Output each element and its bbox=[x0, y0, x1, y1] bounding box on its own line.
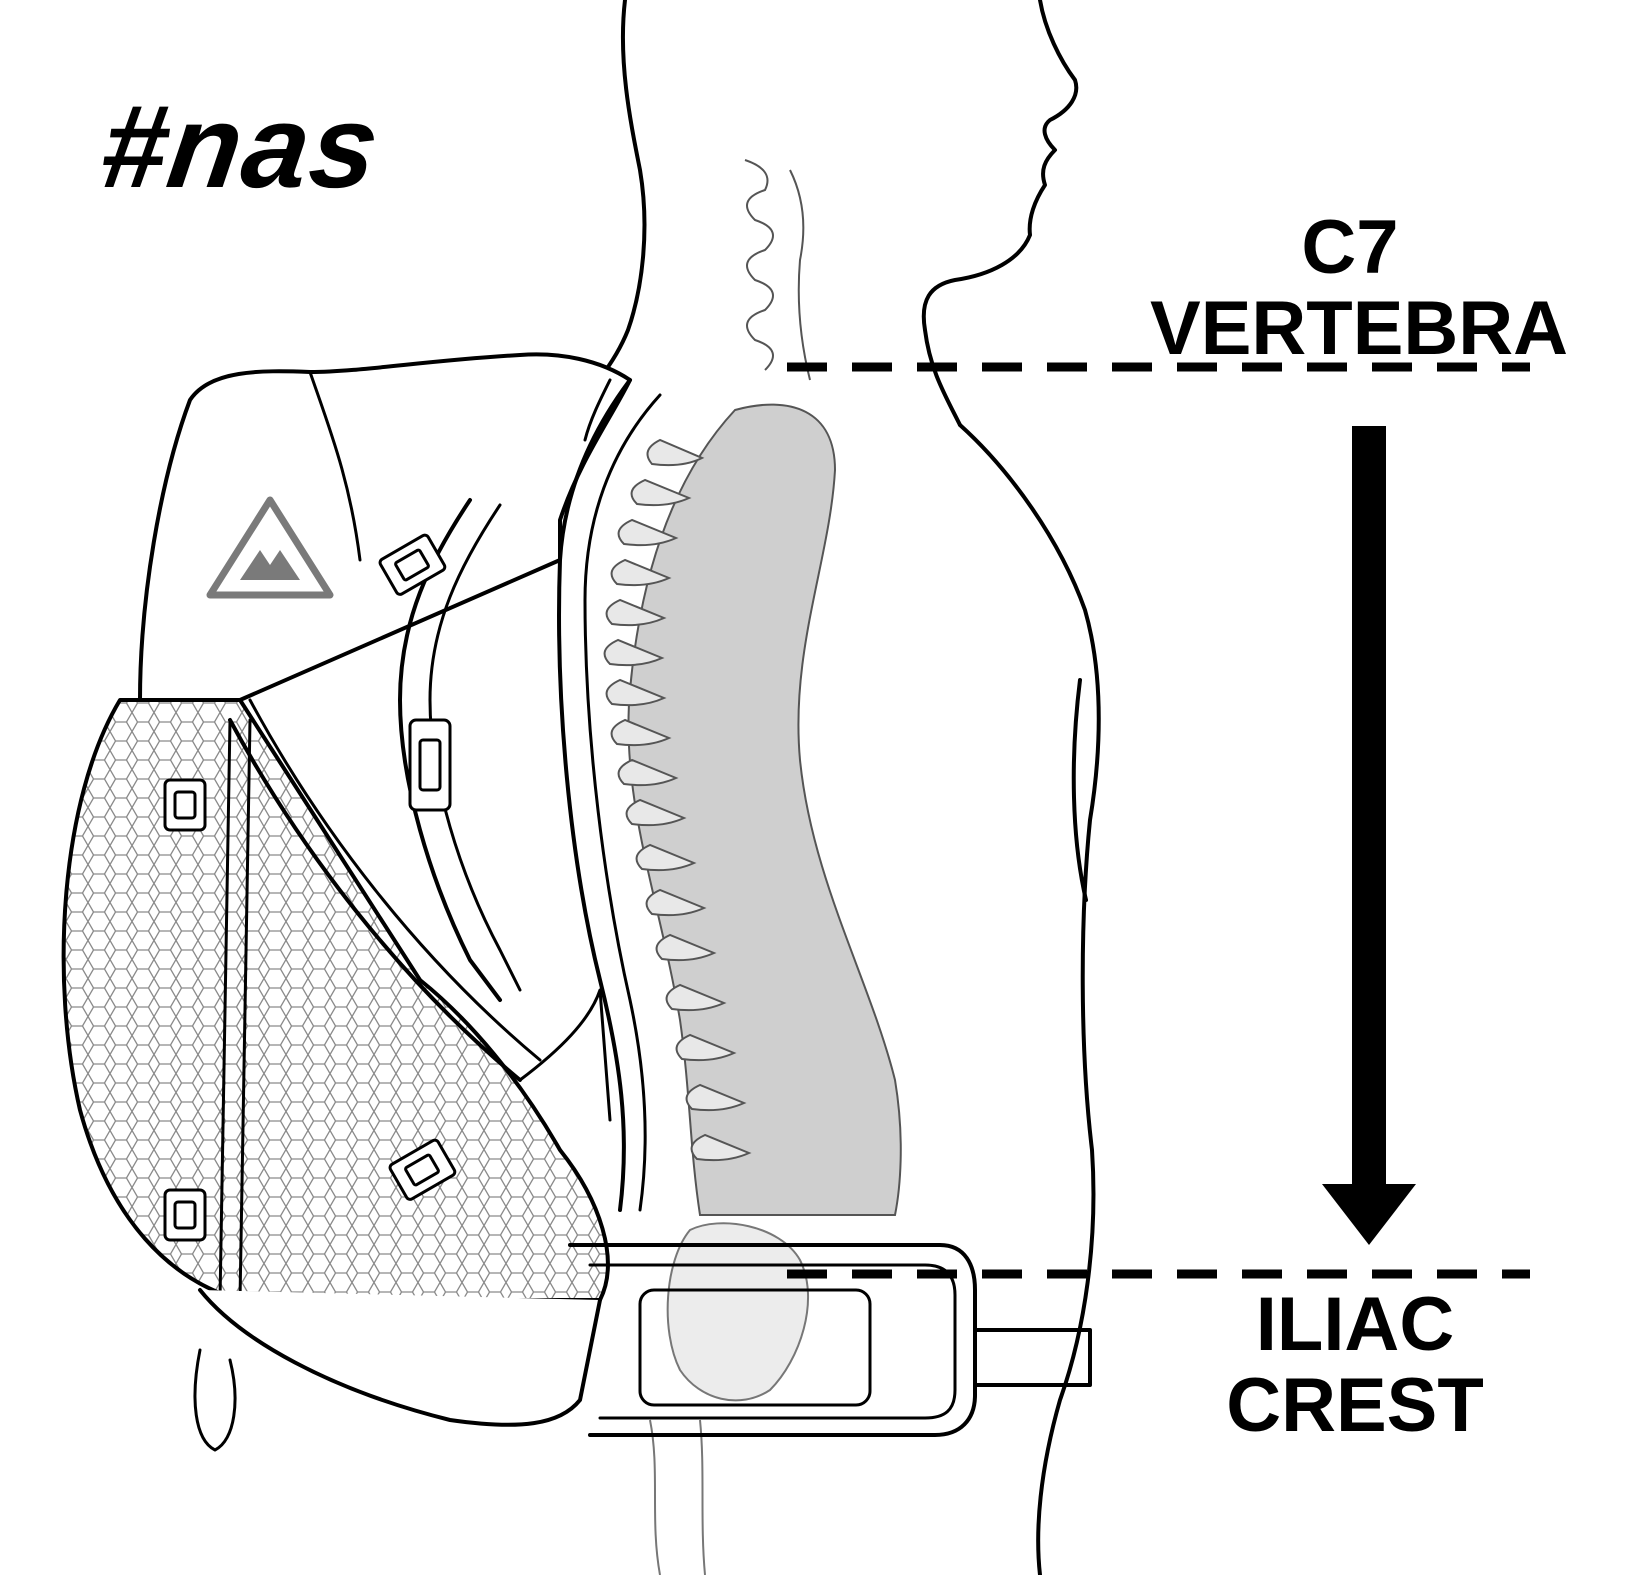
spine-column bbox=[627, 403, 902, 1216]
iliac-label-line2: CREST bbox=[1226, 1362, 1484, 1448]
mesh-side-pocket bbox=[61, 698, 610, 1302]
iliac-crest-label: ILIAC CREST bbox=[1225, 1282, 1485, 1448]
person-silhouette bbox=[598, 0, 1101, 1575]
hip-belt bbox=[568, 1243, 977, 1437]
down-arrow-icon bbox=[1322, 426, 1416, 1245]
backpack-illustration bbox=[61, 352, 1092, 1452]
c7-label-line2: VERTEBRA bbox=[1150, 285, 1569, 371]
hashtag-title: #nas bbox=[92, 81, 389, 213]
pack-top-body bbox=[138, 352, 632, 702]
c7-label-line1: C7 bbox=[1301, 205, 1399, 290]
pack-back-panel bbox=[557, 378, 632, 1212]
triangle-logo-icon bbox=[206, 496, 334, 599]
hipbelt-pocket bbox=[638, 1288, 872, 1407]
torso-front-outline bbox=[958, 423, 1101, 1575]
arm-outline bbox=[1071, 678, 1088, 902]
face-profile-outline bbox=[921, 0, 1079, 427]
iliac-label-line1: ILIAC bbox=[1255, 1282, 1455, 1367]
head-back-outline bbox=[598, 0, 647, 380]
c7-vertebra-label: C7 VERTEBRA bbox=[1150, 205, 1569, 371]
spine-illustration bbox=[603, 159, 902, 1575]
